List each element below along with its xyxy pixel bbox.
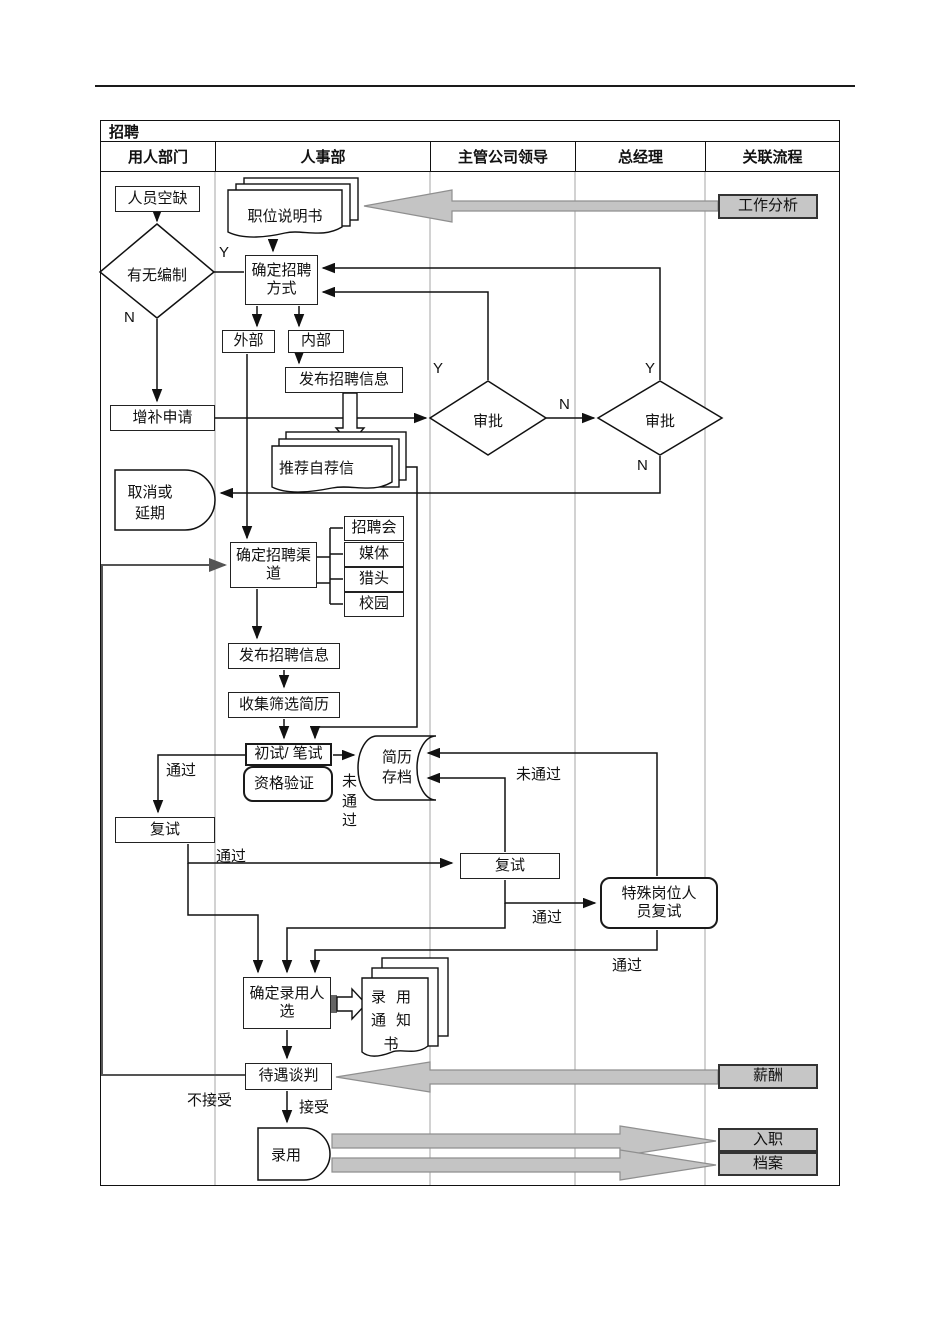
- node-external: 外部: [222, 330, 275, 353]
- edge-label-pass-second-dept: 通过: [216, 848, 247, 865]
- lane-header-hr-dept: 人事部: [216, 142, 431, 171]
- decision-has-headcount: [98, 223, 216, 319]
- node-publish-info: 发布招聘信息: [228, 643, 340, 669]
- lane-header-hiring-dept: 用人部门: [101, 142, 216, 171]
- stored-data-resume-archive: [357, 735, 437, 801]
- node-qualification-check: 资格验证: [243, 766, 333, 802]
- node-collect-screen-resumes: 收集筛选简历: [228, 692, 340, 718]
- doc-recommendation-letters: [271, 431, 407, 493]
- doc-job-description: [227, 177, 359, 238]
- hire-to-offer-arrow: [336, 987, 367, 1021]
- archives-arrow: [331, 1149, 717, 1181]
- flow-connectors: [151, 209, 661, 1124]
- edge-label-accept: 接受: [299, 1099, 330, 1116]
- edge-label-yes-approval-gm: Y: [645, 360, 656, 377]
- edge-label-pass-first: 通过: [166, 762, 197, 779]
- edge-label-no-approval-gm: N: [637, 457, 648, 474]
- node-vacancy: 人员空缺: [115, 186, 200, 212]
- edge-label-pass-special: 通过: [612, 957, 643, 974]
- label-resume-archive: 简历存档: [381, 749, 412, 786]
- label-recommendation-letters: 推荐自荐信: [279, 460, 355, 477]
- lane-header-related-process: 关联流程: [742, 149, 803, 166]
- edge-label-yes-headcount: Y: [219, 244, 230, 261]
- label-job-description: 职位说明书: [247, 208, 323, 225]
- node-job-analysis: 工作分析: [718, 194, 818, 219]
- edge-label-fail-first: 未通过: [341, 773, 357, 829]
- edge-label-yes-approval-leader: Y: [433, 360, 444, 377]
- job-analysis-arrow: [363, 189, 719, 223]
- node-channel-campus: 校园: [344, 592, 404, 617]
- label-cancel-or-postpone: 取消或延期: [127, 484, 173, 522]
- label-has-headcount: 有无编制: [126, 267, 187, 284]
- node-determine-method: 确定招聘方式: [245, 255, 318, 305]
- lane-header-general-manager: 总经理: [576, 142, 706, 171]
- node-special-position-review: 特殊岗位人员复试: [600, 877, 718, 929]
- edge-label-fail-second-leader: 未通过: [516, 766, 562, 783]
- label-approval-gm: 审批: [644, 413, 675, 430]
- edge-label-pass-second-leader: 通过: [532, 909, 563, 926]
- node-channel-headhunter: 猎头: [344, 567, 404, 592]
- node-channel-job-fair: 招聘会: [344, 516, 404, 541]
- label-hire: 录用: [270, 1147, 301, 1164]
- lane-header-row: 用人部门 人事部 主管公司领导 总经理 关联流程: [100, 141, 840, 172]
- edge-label-no-approval-leader: N: [559, 396, 570, 413]
- page-header-rule: [95, 85, 855, 87]
- edge-label-reject: 不接受: [187, 1092, 233, 1109]
- node-onboarding: 入职: [718, 1128, 818, 1152]
- delay-hire: [257, 1127, 331, 1181]
- decision-approval-gm: [596, 380, 724, 456]
- onboarding-arrow: [331, 1125, 717, 1157]
- decision-approval-leader: [428, 380, 548, 456]
- node-internal: 内部: [288, 330, 344, 353]
- offer-arrow-tail: [330, 995, 337, 1013]
- compensation-arrow: [335, 1061, 719, 1093]
- edge-label-no-headcount: N: [124, 309, 135, 326]
- node-archives: 档案: [718, 1152, 818, 1176]
- node-compensation: 薪酬: [718, 1064, 818, 1089]
- node-channel-media: 媒体: [344, 542, 404, 567]
- label-offer-letter: 录用通知书: [370, 989, 421, 1053]
- lane-lines: [214, 172, 706, 1185]
- lane-header-company-leader: 主管公司领导: [431, 142, 576, 171]
- node-salary-negotiation: 待遇谈判: [245, 1063, 332, 1090]
- delay-cancel-or-postpone: [114, 469, 216, 531]
- node-determine-channel: 确定招聘渠道: [230, 542, 317, 588]
- node-publish-info-internal: 发布招聘信息: [285, 367, 403, 393]
- reject-loop-connector: [101, 558, 245, 1076]
- node-determine-candidates: 确定录用人选: [243, 977, 331, 1029]
- doc-offer-letter: [361, 957, 449, 1057]
- related-process-arrows: [331, 189, 719, 1181]
- node-first-interview: 初试/ 笔试: [245, 743, 332, 766]
- label-approval-leader: 审批: [472, 413, 503, 430]
- diagram-title: 招聘: [100, 120, 840, 143]
- node-second-interview-leader: 复试: [460, 853, 560, 879]
- node-second-interview-dept: 复试: [115, 817, 215, 843]
- node-supplement-request: 增补申请: [110, 405, 215, 431]
